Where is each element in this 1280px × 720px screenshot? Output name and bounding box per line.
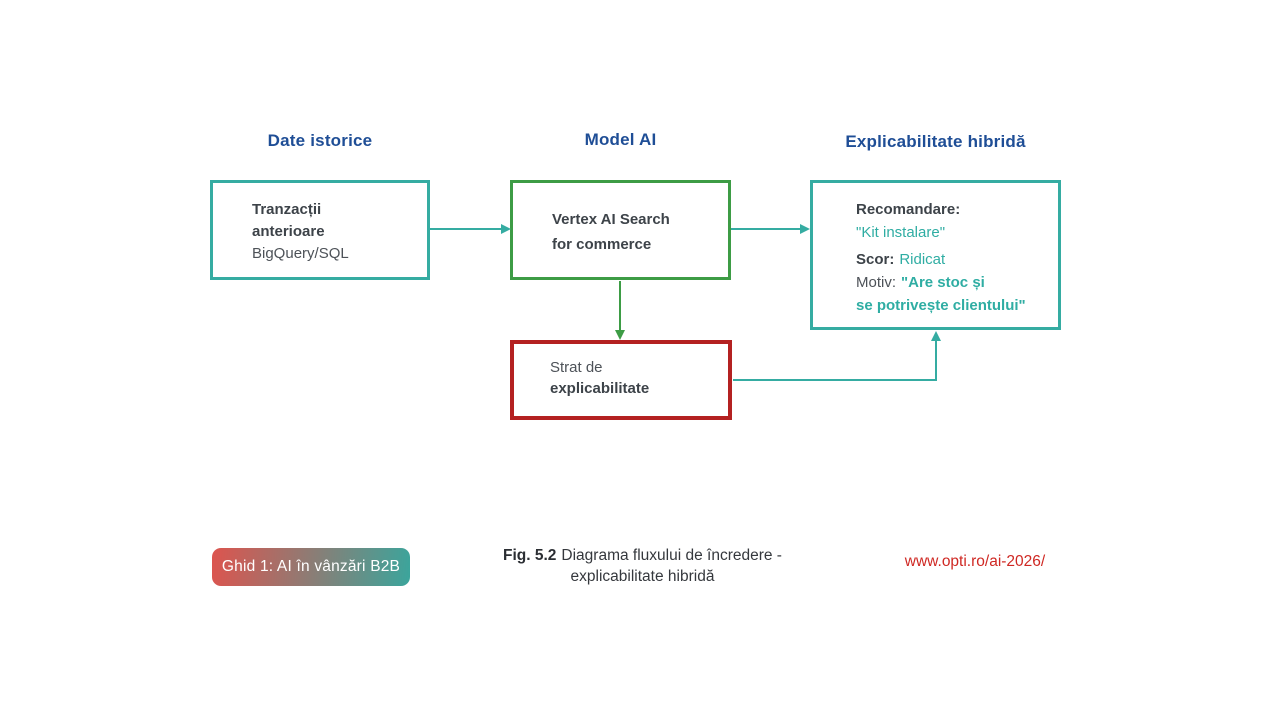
layer-line2: explicabilitate bbox=[550, 380, 650, 397]
score-value: Ridicat bbox=[899, 251, 946, 268]
ai-model-line1: Vertex AI Search bbox=[552, 211, 670, 228]
figure-caption-line2: explicabilitate hibridă bbox=[570, 568, 715, 585]
recommendation-row: Recomandare: bbox=[856, 198, 1050, 221]
column-header-explicabilitate: Explicabilitate hibridă bbox=[845, 132, 1026, 151]
arrow-model-to-explainability-icon bbox=[731, 224, 810, 234]
recommendation-value: "Kit instalare" bbox=[856, 224, 946, 241]
column-header-model-ai: Model AI bbox=[584, 130, 657, 149]
reason-value-line2: se potrivește clientului" bbox=[856, 297, 1026, 314]
figure-number: Fig. 5.2 bbox=[503, 547, 557, 564]
guide-badge: Ghid 1: AI în vânzări B2B bbox=[212, 548, 410, 586]
box-ai-model: Vertex AI Search for commerce bbox=[510, 180, 731, 280]
recommendation-value-row: "Kit instalare" bbox=[856, 221, 1050, 244]
score-label: Scor: bbox=[856, 251, 895, 268]
reason-label: Motiv: bbox=[856, 274, 897, 291]
box-hybrid-explainability: Recomandare: "Kit instalare" Scor:Ridica… bbox=[810, 180, 1061, 330]
score-row: Scor:Ridicat bbox=[856, 248, 1050, 271]
reason-value-line1: "Are stoc și bbox=[901, 274, 985, 291]
historical-subtitle: BigQuery/SQL bbox=[252, 245, 349, 262]
figure-caption-text: Diagrama fluxului de încredere - bbox=[561, 547, 782, 564]
historical-title-line2: anterioare bbox=[252, 223, 325, 240]
reason-row-2: se potrivește clientului" bbox=[856, 294, 1050, 317]
column-header-date-istorice: Date istorice bbox=[267, 131, 373, 150]
arrow-layer-to-explainability-icon bbox=[733, 331, 941, 381]
historical-title-line1: Tranzacții bbox=[252, 201, 322, 218]
ai-model-line2: for commerce bbox=[552, 236, 652, 253]
arrow-historical-to-model-icon bbox=[430, 224, 511, 234]
box-historical-data: Tranzacții anterioare BigQuery/SQL bbox=[210, 180, 430, 280]
website-url: www.opti.ro/ai-2026/ bbox=[904, 553, 1046, 570]
reason-row: Motiv:"Are stoc și bbox=[856, 271, 1050, 294]
layer-line1: Strat de bbox=[550, 359, 603, 376]
arrow-model-to-layer-icon bbox=[615, 281, 625, 340]
recommendation-label: Recomandare: bbox=[856, 201, 961, 218]
box-explainability-layer: Strat de explicabilitate bbox=[510, 340, 732, 420]
